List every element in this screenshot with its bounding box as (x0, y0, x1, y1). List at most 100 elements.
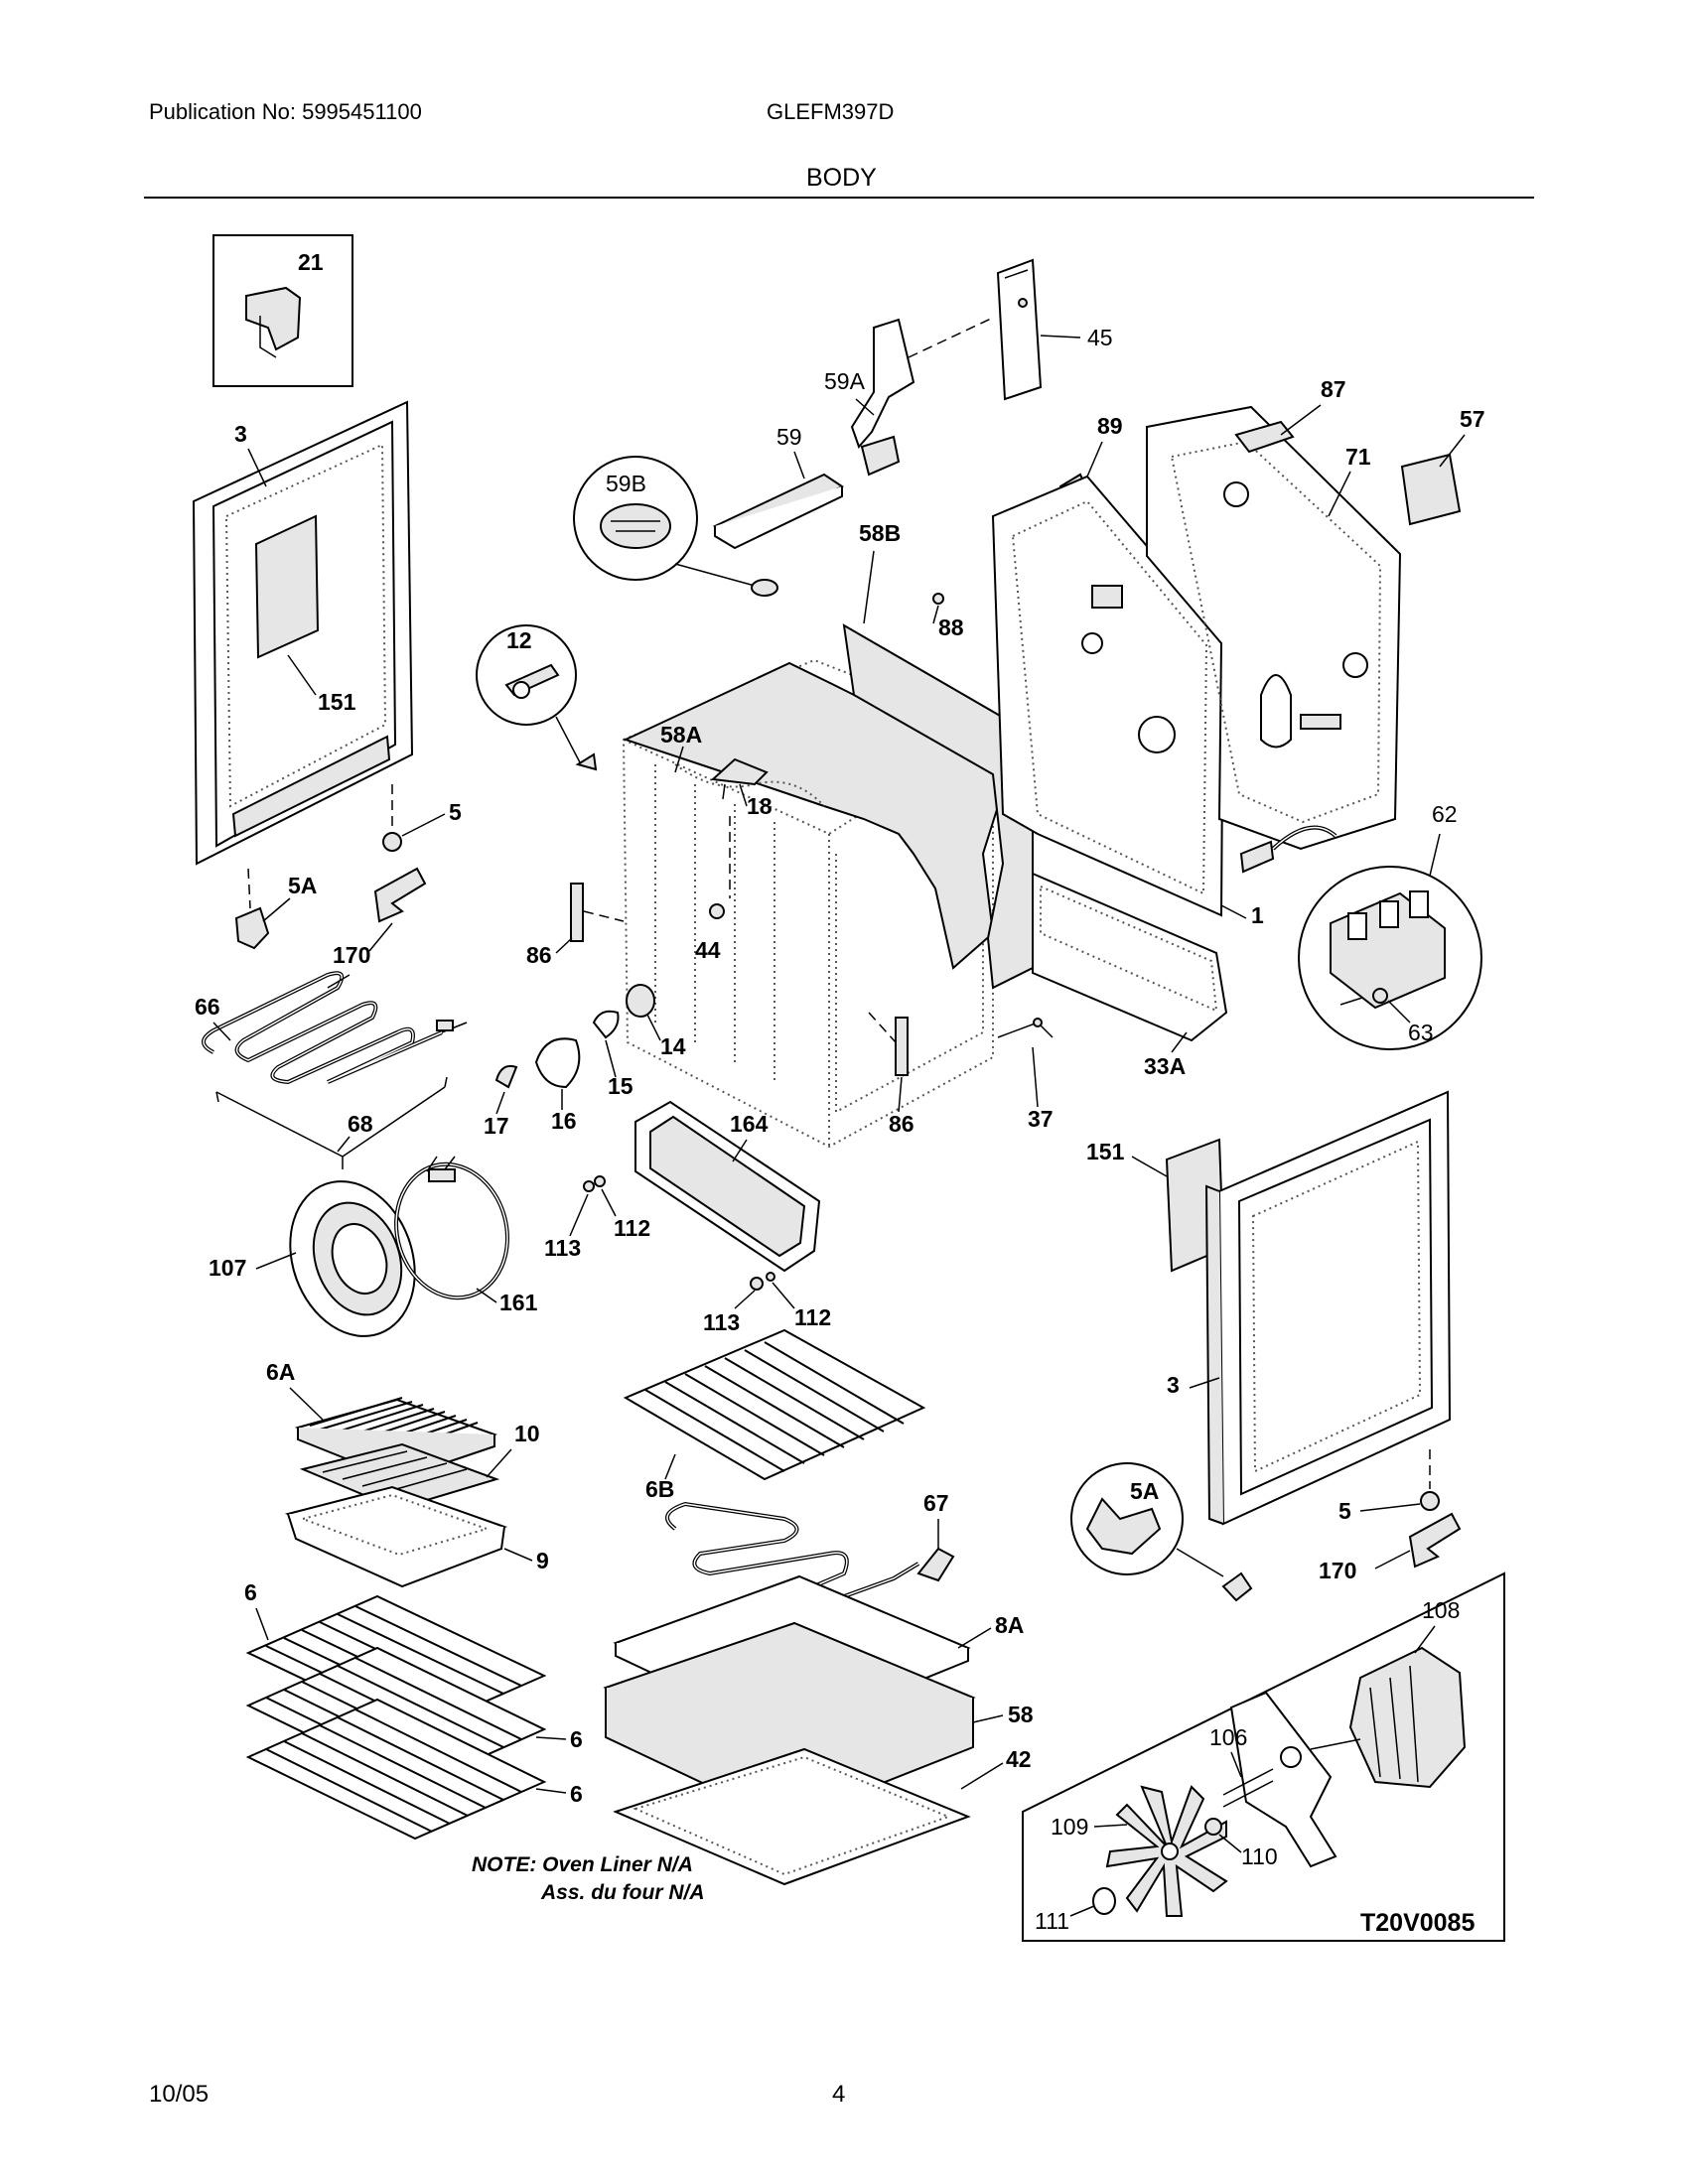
part-5-right-screw (1420, 1449, 1440, 1511)
footer-date: 10/05 (149, 2081, 210, 2108)
callout-170-left: 170 (333, 942, 370, 968)
callout-88: 88 (938, 614, 964, 640)
callout-59A: 59A (824, 368, 866, 394)
callout-58B: 58B (859, 520, 901, 546)
callout-10: 10 (514, 1421, 540, 1446)
callout-62: 62 (1432, 801, 1458, 827)
footer-page-number: 4 (832, 2081, 846, 2108)
part-59A-vent-duct (850, 317, 994, 477)
callout-6-top: 6 (244, 1579, 257, 1605)
callout-42: 42 (1006, 1746, 1032, 1772)
callout-5A-right: 5A (1130, 1478, 1159, 1504)
callout-12: 12 (506, 627, 532, 653)
callout-3-right: 3 (1167, 1372, 1180, 1398)
note-oven-liner: NOTE: Oven Liner N/A (472, 1853, 693, 1876)
part-57-cover-plate (1400, 453, 1462, 526)
part-9-broil-pan (284, 1485, 508, 1588)
part-5A-left-bracket (234, 868, 270, 950)
callout-107: 107 (209, 1255, 246, 1281)
callout-59: 59 (776, 424, 802, 450)
part-21-bracket (212, 234, 353, 387)
part-59-vent-tray (712, 473, 845, 550)
part-113-112-fasteners-lower (750, 1272, 775, 1291)
callout-71: 71 (1345, 444, 1371, 470)
part-110-nut (1204, 1818, 1222, 1836)
callout-9: 9 (536, 1548, 549, 1573)
part-111-nut (1092, 1887, 1116, 1915)
callout-106: 106 (1209, 1724, 1247, 1750)
part-33A-lower-rear-panel (1032, 872, 1228, 1042)
callout-5-left: 5 (449, 799, 462, 825)
part-67-terminal-bracket (916, 1547, 955, 1582)
callout-109: 109 (1051, 1814, 1088, 1840)
callout-45: 45 (1087, 325, 1113, 350)
callout-58A: 58A (660, 722, 702, 748)
header-rule (144, 197, 1534, 199)
part-5A-right-bracket (1070, 1462, 1253, 1602)
callout-161: 161 (499, 1290, 538, 1315)
callout-59B: 59B (606, 471, 646, 496)
callout-111: 111 (1035, 1908, 1069, 1934)
callout-33A: 33A (1144, 1053, 1186, 1079)
part-59B-vent-cap (573, 456, 778, 597)
callout-3-left: 3 (234, 421, 247, 447)
part-86-right-bracket (868, 1012, 909, 1076)
part-66-bake-element (202, 971, 468, 1085)
publication-number: Publication No: 5995451100 (149, 99, 422, 124)
callout-86-right: 86 (889, 1111, 914, 1137)
callout-63: 63 (1408, 1020, 1434, 1045)
callout-110: 110 (1241, 1843, 1278, 1869)
callout-89: 89 (1097, 413, 1123, 439)
part-37-wire (997, 1018, 1054, 1038)
callout-6-middle: 6 (570, 1726, 583, 1752)
part-15-light-bulb (592, 1010, 620, 1039)
callout-6A: 6A (266, 1359, 295, 1385)
part-17-lens-clip (494, 1064, 518, 1089)
callout-8A: 8A (995, 1612, 1024, 1638)
part-109-fan-blade (1105, 1785, 1228, 1917)
callout-44: 44 (695, 937, 721, 963)
callout-68: 68 (348, 1111, 373, 1137)
part-107-convection-fan-cover (289, 1180, 416, 1337)
part-3-left-side-panel (192, 400, 414, 866)
part-68-element-shield (215, 1076, 448, 1169)
part-71-rear-panel (1146, 405, 1402, 851)
callout-170-right: 170 (1319, 1558, 1356, 1583)
part-18-bracket (710, 757, 769, 800)
part-106-motor-bracket (1222, 1691, 1337, 1868)
callout-37: 37 (1028, 1106, 1054, 1132)
part-1-rear-inner-panel (991, 475, 1225, 917)
callout-21: 21 (298, 249, 324, 275)
part-88-clip (932, 593, 944, 605)
part-164-window-frame (634, 1100, 821, 1273)
part-87-bracket (1234, 420, 1295, 454)
part-3-right-side-panel (1204, 1090, 1452, 1526)
callout-113-lower: 113 (703, 1309, 740, 1335)
part-42-bottom-tray (613, 1747, 971, 1886)
callout-112-upper: 112 (614, 1215, 650, 1241)
part-44-hook (709, 816, 731, 919)
part-45-vent-cover (996, 258, 1043, 401)
callout-66: 66 (195, 994, 220, 1020)
oven-cavity-outline (622, 658, 994, 1149)
callout-151-left: 151 (318, 689, 356, 715)
callout-67: 67 (923, 1490, 949, 1516)
part-12-sensor (476, 624, 598, 771)
part-161-convection-element (394, 1156, 509, 1300)
callout-86-left: 86 (526, 942, 552, 968)
part-6B-oven-rack (623, 1328, 926, 1481)
part-113-112-fasteners-upper (583, 1175, 606, 1192)
part-5-left-screw (382, 784, 402, 852)
callout-164: 164 (730, 1111, 769, 1137)
callout-151-right: 151 (1086, 1139, 1125, 1164)
callout-18: 18 (747, 793, 773, 819)
callout-6B: 6B (645, 1476, 674, 1502)
callout-15: 15 (608, 1073, 633, 1099)
part-62-terminal-block (1239, 825, 1482, 1050)
part-170-left-leveler (373, 867, 427, 923)
part-108-fan-motor (1310, 1646, 1467, 1789)
note-oven-liner-french: Ass. du four N/A (540, 1881, 705, 1904)
callout-5-right: 5 (1338, 1498, 1351, 1524)
drawing-code: T20V0085 (1360, 1909, 1475, 1937)
